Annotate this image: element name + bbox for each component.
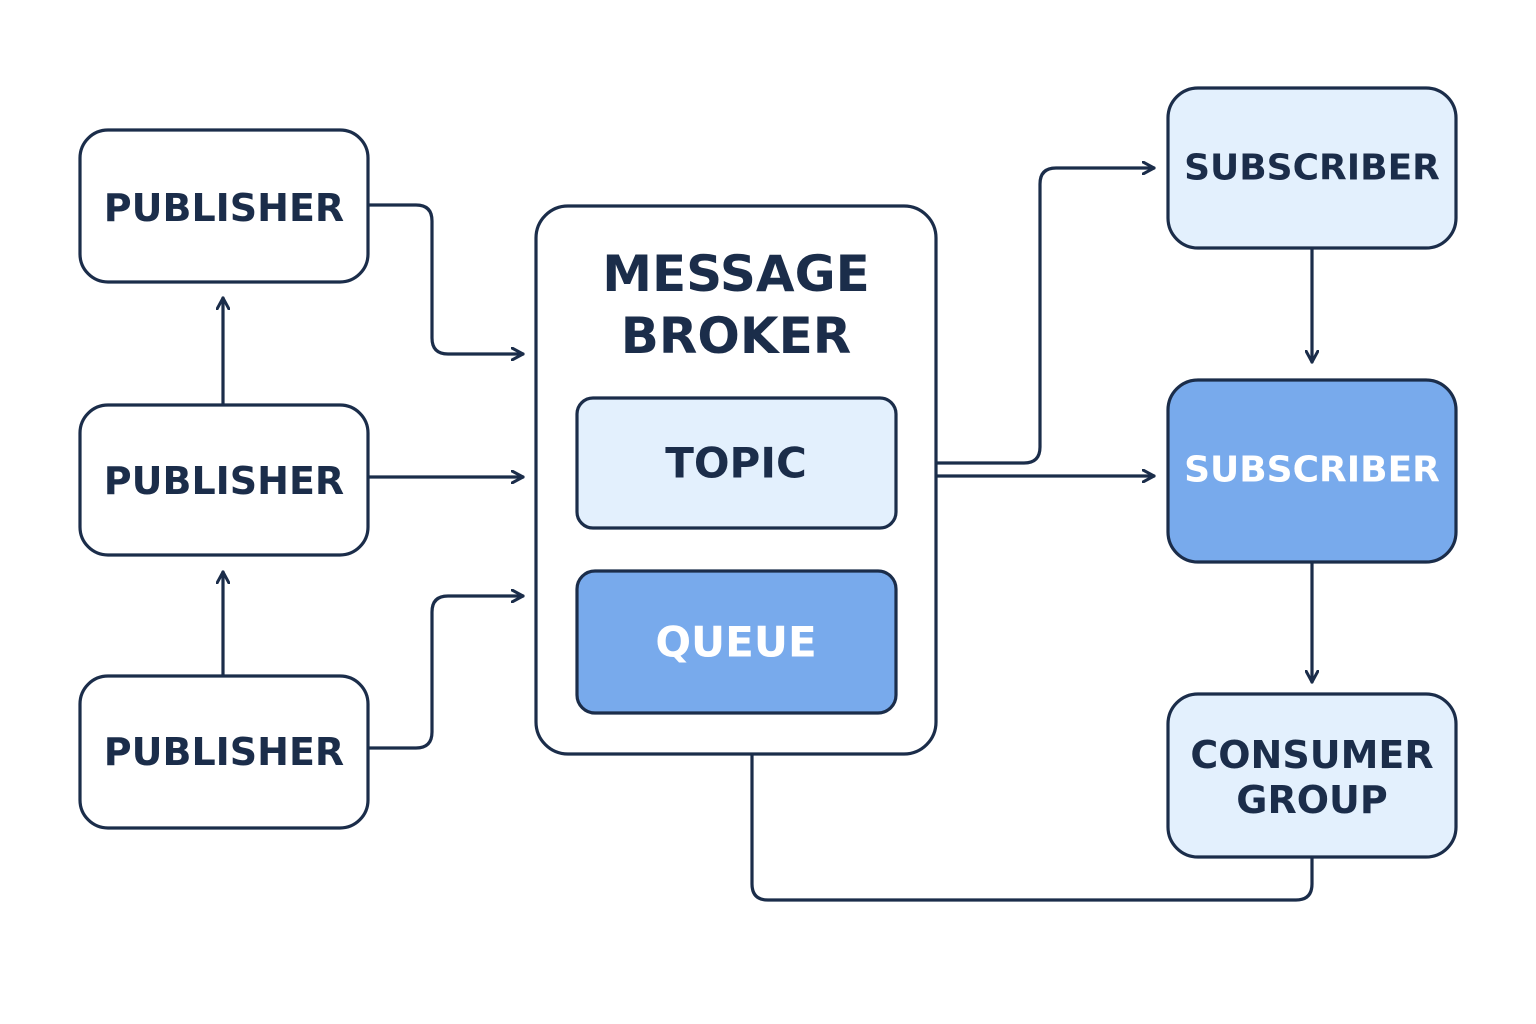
subscriber-box: SUBSCRIBER [1166,86,1458,250]
consumer-group-box: CONSUMER GROUP [1166,692,1458,859]
message-broker-box: MESSAGE BROKER TOPIC QUEUE [534,204,938,756]
topic-box: TOPIC [575,396,898,530]
topic-label: TOPIC [665,439,807,488]
publisher-box: PUBLISHER [78,403,370,557]
consumer-group-label-line2: GROUP [1236,778,1387,822]
publisher-label: PUBLISHER [104,459,344,503]
consumer-group-label-line1: CONSUMER [1190,733,1433,777]
queue-label: QUEUE [655,618,816,667]
publisher-box: PUBLISHER [78,128,370,284]
arrow-publisher1-to-broker [366,203,525,354]
subscriber-label: SUBSCRIBER [1184,450,1440,491]
subscriber-box: SUBSCRIBER [1166,378,1458,564]
arrow-topic-to-subscriber1 [894,168,1156,465]
publisher-label: PUBLISHER [104,186,344,230]
publisher-box: PUBLISHER [78,674,370,830]
subscriber-label: SUBSCRIBER [1184,148,1440,189]
connectors [223,168,1314,902]
arrow-publisher3-to-broker [366,596,525,750]
broker-title-line2: BROKER [621,307,852,365]
broker-title-line1: MESSAGE [602,245,870,303]
queue-box: QUEUE [575,569,898,715]
line-broker-to-consumer-group [750,752,1314,902]
publisher-label: PUBLISHER [104,730,344,774]
